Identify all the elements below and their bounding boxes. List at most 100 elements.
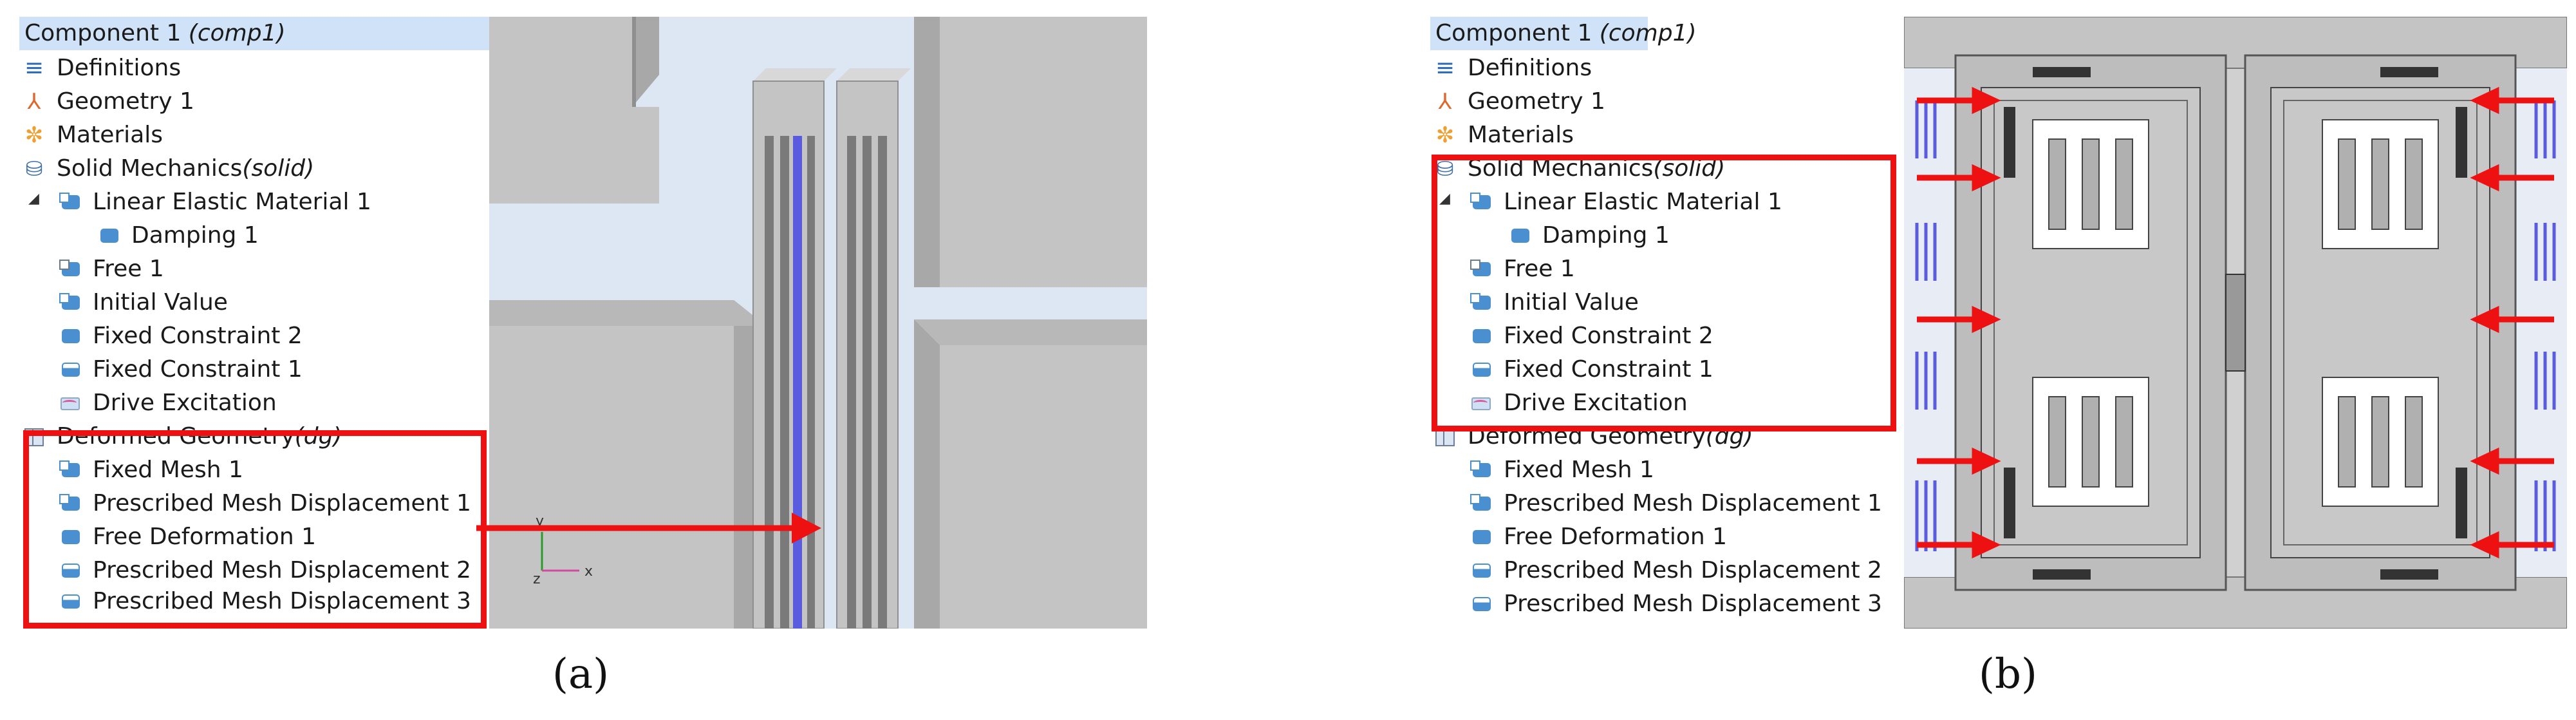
free-node-icon <box>1470 258 1492 280</box>
tree-item-fixed-mesh[interactable]: Fixed Mesh 1 <box>59 453 243 487</box>
tree-item-label: Linear Elastic Material 1 <box>93 189 371 215</box>
tree-item-label: Linear Elastic Material 1 <box>1504 189 1782 215</box>
subnode-icon <box>1470 526 1492 548</box>
tree-item-fixed-constraint-2[interactable]: Fixed Constraint 2 <box>59 319 303 353</box>
tree-item-free-deformation[interactable]: Free Deformation 1 <box>1470 520 1727 554</box>
tree-item-label: Prescribed Mesh Displacement 3 <box>1504 591 1882 617</box>
tree-root-label: Component 1 <box>24 20 189 46</box>
load-wave-icon <box>59 392 81 414</box>
tree-item-label: Initial Value <box>1504 289 1639 316</box>
boundary-node-icon <box>1470 593 1492 615</box>
tree-item-label: Materials <box>57 122 163 148</box>
x-axis-label: x <box>584 564 593 580</box>
tree-item-label: Initial Value <box>93 289 228 316</box>
tree-item-definitions[interactable]: ≡ Definitions <box>1434 52 1592 85</box>
boundary-node-icon <box>59 560 81 582</box>
tree-item-label: Geometry 1 <box>57 88 194 115</box>
tree-item-label: Damping 1 <box>131 222 259 249</box>
tree-item-label: Fixed Mesh 1 <box>93 457 243 483</box>
tree-item-initial-value[interactable]: Initial Value <box>59 286 228 319</box>
tree-item-label: Fixed Constraint 2 <box>1504 323 1713 349</box>
highlight-box-solid-mechanics <box>1432 155 1896 431</box>
tree-item-label: Materials <box>1468 122 1574 148</box>
graphics-viewport-b[interactable] <box>1904 17 2567 629</box>
boundary-node-icon <box>1470 560 1492 582</box>
domain-node-icon <box>59 191 81 213</box>
tree-item-geometry[interactable]: ⅄ Geometry 1 <box>1434 85 1605 118</box>
tree-item-free-deformation[interactable]: Free Deformation 1 <box>59 520 316 554</box>
tree-item-damping[interactable]: Damping 1 <box>1509 219 1670 252</box>
tree-item-label: Drive Excitation <box>93 390 277 416</box>
domain-node-icon <box>59 459 81 481</box>
tree-item-free[interactable]: Free 1 <box>59 252 164 286</box>
tree-item-geometry[interactable]: ⅄ Geometry 1 <box>23 85 194 118</box>
tree-item-prescribed-mesh-displacement-2[interactable]: Prescribed Mesh Displacement 2 <box>59 554 471 587</box>
tree-item-label: Solid Mechanics <box>57 155 243 182</box>
tree-item-label: Definitions <box>1468 55 1592 81</box>
tree-item-initial-value[interactable]: Initial Value <box>1470 286 1639 319</box>
tree-item-solid-mechanics[interactable]: ⛁ Solid Mechanics (solid) <box>23 152 315 185</box>
tree-item-prescribed-mesh-displacement-3[interactable]: Prescribed Mesh Displacement 3 <box>1470 587 1882 621</box>
tree-item-free[interactable]: Free 1 <box>1470 252 1575 286</box>
tree-item-label: Definitions <box>57 55 182 81</box>
tree-root-tag: (comp1) <box>188 20 286 46</box>
tree-item-prescribed-mesh-displacement-3[interactable]: Prescribed Mesh Displacement 3 <box>59 587 471 616</box>
load-wave-icon <box>1470 392 1492 414</box>
tree-item-fixed-constraint-2[interactable]: Fixed Constraint 2 <box>1470 319 1713 353</box>
panel-b-caption: (b) <box>1979 650 2037 698</box>
domain-node-icon <box>59 493 81 515</box>
tree-item-label: Drive Excitation <box>1504 390 1688 416</box>
boundary-node-icon <box>59 359 81 381</box>
solid-mechanics-icon: ⛁ <box>1436 156 1454 181</box>
subnode-icon <box>59 325 81 347</box>
electrode-fingers-right <box>2534 100 2556 551</box>
tree-root-component-1[interactable]: Component 1 (comp1) <box>19 17 489 50</box>
tree-item-linear-elastic-material[interactable]: Linear Elastic Material 1 <box>1470 185 1782 219</box>
free-node-icon <box>59 258 81 280</box>
tree-item-label: Prescribed Mesh Displacement 3 <box>93 588 471 614</box>
z-axis-label: z <box>533 571 541 587</box>
collapse-triangle-icon[interactable]: ◢ <box>28 191 39 207</box>
tree-item-label: Prescribed Mesh Displacement 1 <box>93 490 471 516</box>
red-arrow-icon <box>476 513 821 544</box>
tree-item-definitions[interactable]: ≡ Definitions <box>23 52 181 85</box>
tree-item-label: Fixed Mesh 1 <box>1504 457 1654 483</box>
electrode-fingers-left <box>1915 100 1937 551</box>
tree-item-label: Fixed Constraint 1 <box>1504 356 1713 383</box>
domain-node-icon <box>59 292 81 314</box>
model-tree-panel-b: Component 1 (comp1) ≡ Definitions ⅄ Geom… <box>1430 17 1900 629</box>
tree-item-fixed-mesh[interactable]: Fixed Mesh 1 <box>1470 453 1654 487</box>
collapse-triangle-icon[interactable]: ◢ <box>1439 191 1450 207</box>
tree-item-linear-elastic-material[interactable]: Linear Elastic Material 1 <box>59 185 371 219</box>
tree-root-label: Component 1 <box>1435 20 1600 46</box>
tree-item-label: Free Deformation 1 <box>93 524 317 550</box>
domain-node-icon <box>1470 292 1492 314</box>
tree-item-fixed-constraint-1[interactable]: Fixed Constraint 1 <box>59 353 303 386</box>
tree-item-materials[interactable]: ✼ Materials <box>23 118 163 152</box>
tree-item-materials[interactable]: ✼ Materials <box>1434 118 1574 152</box>
panel-a-caption: (a) <box>552 650 610 698</box>
tree-item-label: Free 1 <box>1504 256 1575 282</box>
tree-root-tag: (comp1) <box>1599 20 1697 46</box>
tree-item-deformed-geometry[interactable]: Deformed Geometry (dg) <box>23 420 342 453</box>
graphics-viewport-a[interactable]: y x z <box>489 17 1147 629</box>
tree-item-drive-excitation[interactable]: Drive Excitation <box>1470 386 1688 420</box>
tree-item-fixed-constraint-1[interactable]: Fixed Constraint 1 <box>1470 353 1713 386</box>
subnode-icon <box>98 225 120 247</box>
tree-item-label: Deformed Geometry <box>57 423 295 450</box>
geometry-icon: ⅄ <box>27 89 41 115</box>
tree-item-prescribed-mesh-displacement-2[interactable]: Prescribed Mesh Displacement 2 <box>1470 554 1882 587</box>
tree-item-prescribed-mesh-displacement-1[interactable]: Prescribed Mesh Displacement 1 <box>59 487 471 520</box>
subnode-icon <box>1470 325 1492 347</box>
boundary-node-icon <box>1470 359 1492 381</box>
tree-item-label: Fixed Constraint 2 <box>93 323 303 349</box>
tree-item-label: Prescribed Mesh Displacement 2 <box>93 557 471 583</box>
tree-root-component-1[interactable]: Component 1 (comp1) <box>1430 17 1697 50</box>
tree-item-drive-excitation[interactable]: Drive Excitation <box>59 386 277 420</box>
subnode-icon <box>1509 225 1531 247</box>
tree-item-prescribed-mesh-displacement-1[interactable]: Prescribed Mesh Displacement 1 <box>1470 487 1882 520</box>
geometry-icon: ⅄ <box>1438 89 1452 115</box>
definitions-icon: ≡ <box>1435 55 1455 81</box>
tree-item-label: Prescribed Mesh Displacement 1 <box>1504 490 1882 516</box>
tree-item-damping[interactable]: Damping 1 <box>98 219 259 252</box>
